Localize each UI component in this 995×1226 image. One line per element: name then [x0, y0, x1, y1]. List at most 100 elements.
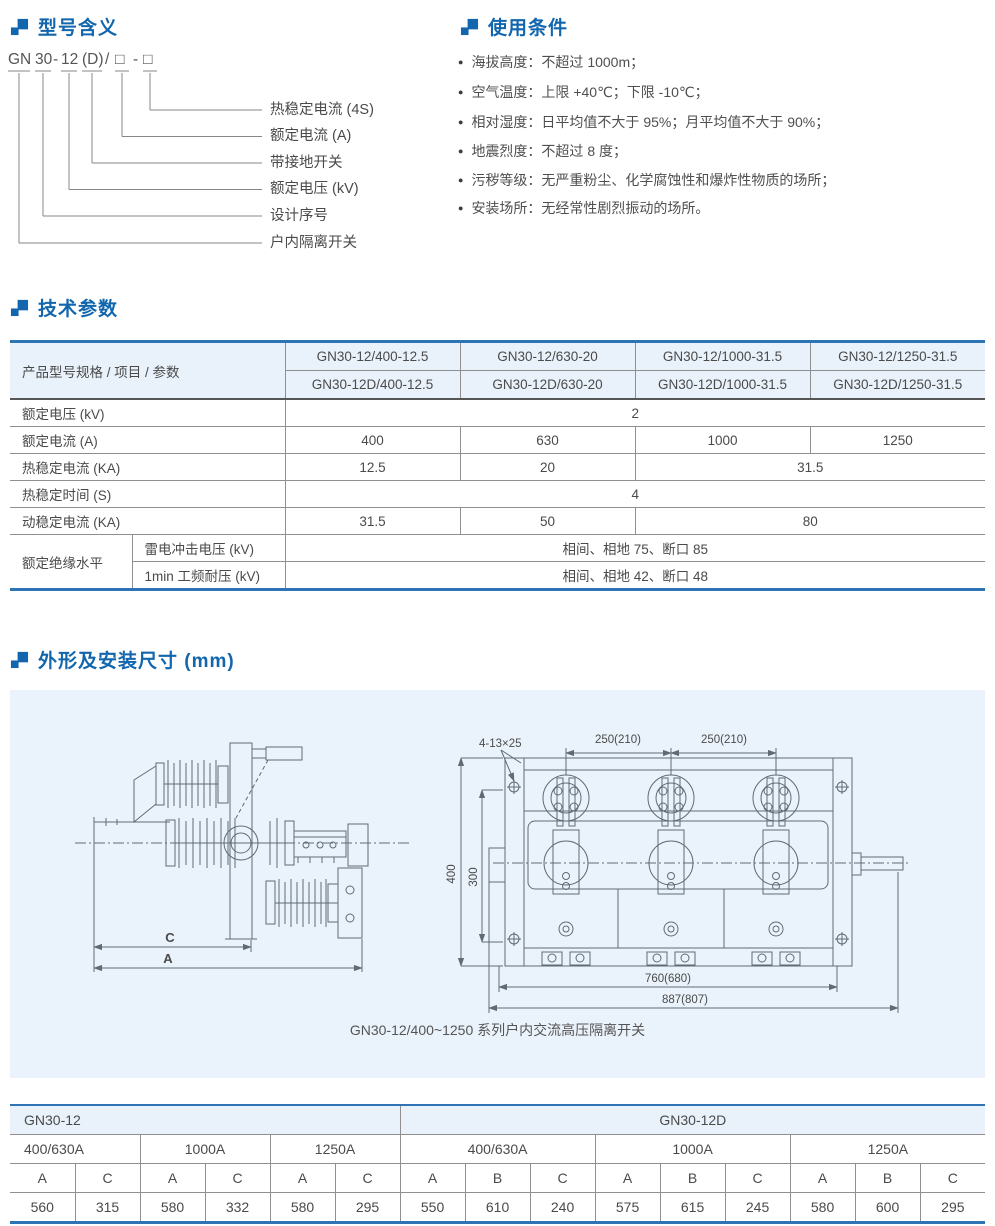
dims-rating-header: 1000A: [594, 1134, 791, 1164]
tech-cell: 20: [459, 453, 636, 481]
drawing-caption: GN30-12/400~1250 系列户内交流高压隔离开关: [349, 1022, 646, 1038]
dims-value: 600: [854, 1192, 921, 1223]
tech-model-header: GN30-12/400-12.5: [284, 341, 461, 371]
condition-text: 污秽等级：无严重粉尘、化学腐蚀性和爆炸性物质的场所；: [471, 172, 836, 188]
tech-model-header: GN30-12D/1000-31.5: [634, 370, 811, 400]
section-marker-icon: [10, 651, 29, 669]
model-code-segment: 12: [61, 51, 79, 68]
tech-cell: 1250: [809, 426, 986, 454]
dims-value: 615: [659, 1192, 726, 1223]
section-heading-dims: 外形及安装尺寸 (mm): [10, 646, 235, 673]
condition-text: 地震烈度：不超过 8 度；: [471, 143, 628, 159]
tech-model-header: GN30-12/630-20: [459, 341, 636, 371]
dim-label-887: 887(807): [662, 994, 708, 1006]
section-marker-icon: [10, 18, 29, 36]
tech-model-header: GN30-12D/400-12.5: [285, 370, 461, 400]
tech-model-header: GN30-12/1250-31.5: [809, 341, 986, 371]
dims-value: 550: [399, 1192, 466, 1223]
section-marker-icon: [460, 18, 479, 36]
dims-value: 295: [334, 1192, 401, 1223]
tech-row-label: 额定电压 (kV): [10, 398, 286, 427]
tech-cell: 80: [634, 507, 986, 535]
condition-item: ● 安装场所：无经常性剧烈振动的场所。: [458, 198, 709, 218]
tech-cell: 31.5: [634, 453, 986, 481]
bullet-icon: ●: [458, 175, 464, 185]
dims-col-header: B: [854, 1163, 921, 1193]
tech-row-label: 热稳定电流 (KA): [10, 453, 286, 481]
tech-model-header: GN30-12/1000-31.5: [634, 341, 811, 371]
dims-col-header: B: [659, 1163, 726, 1193]
model-diagram-lines: [8, 70, 262, 244]
pole-assembly: [751, 774, 801, 966]
dims-col-header: C: [74, 1163, 141, 1193]
dims-col-header: A: [139, 1163, 206, 1193]
model-label: 户内隔离开关: [270, 235, 357, 251]
pole-assembly: [541, 774, 591, 966]
dims-col-header: B: [464, 1163, 531, 1193]
dims-rating-header: 1000A: [139, 1134, 271, 1164]
condition-item: ● 相对湿度：日平均值不大于 95%；月平均值不大于 90%；: [458, 112, 829, 132]
section-marker-icon: [10, 299, 29, 317]
model-code-segment: 30: [35, 51, 53, 68]
dims-value: 245: [724, 1192, 791, 1223]
condition-text: 相对湿度：日平均值不大于 95%；月平均值不大于 90%；: [471, 114, 830, 130]
dim-label-holes: 4-13×25: [479, 738, 522, 750]
tech-cell: 相间、相地 75、断口 85: [284, 534, 986, 562]
model-code-segment: □: [143, 51, 153, 68]
dims-value: 610: [464, 1192, 531, 1223]
dims-col-header: C: [334, 1163, 401, 1193]
bullet-icon: ●: [458, 203, 464, 213]
dims-rating-header: 400/630A: [10, 1134, 141, 1164]
dim-label-c: C: [165, 930, 175, 945]
pole-assembly: [646, 774, 696, 966]
dims-value: 332: [204, 1192, 271, 1223]
dim-label-300: 300: [468, 867, 480, 886]
tech-cell: 630: [459, 426, 636, 454]
tech-row-label: 1min 工频耐压 (kV): [132, 561, 286, 590]
side-view-drawing: C A: [75, 742, 410, 972]
dims-group-header: GN30-12: [10, 1104, 401, 1135]
model-label: 设计序号: [270, 208, 328, 224]
tech-row-label: 额定电流 (A): [10, 426, 286, 454]
tech-cell: 12.5: [284, 453, 461, 481]
dims-rating-header: 1250A: [789, 1134, 986, 1164]
dims-col-header: A: [789, 1163, 856, 1193]
tech-corner-cell: 产品型号规格 / 项目 / 参数: [10, 341, 286, 400]
installation-dimensions-table: GN30-12 GN30-12D 400/630A 1000A 1250A 40…: [10, 1104, 986, 1224]
condition-text: 安装场所：无经常性剧烈振动的场所。: [471, 200, 710, 216]
tech-cell: 2: [284, 398, 986, 427]
dims-rating-header: 400/630A: [399, 1134, 596, 1164]
drawing-panel: C A: [10, 690, 985, 1078]
dim-label-pitch-right: 250(210): [701, 734, 747, 746]
condition-text: 海拔高度：不超过 1000m；: [471, 54, 645, 70]
condition-item: ●海拔高度：不超过 1000m；: [458, 52, 644, 72]
section-heading-tech: 技术参数: [10, 294, 118, 321]
bullet-icon: ●: [458, 146, 464, 156]
dims-group-header: GN30-12D: [399, 1104, 986, 1135]
condition-item: ●空气温度：上限 +40℃；下限 -10℃；: [458, 82, 709, 102]
dims-col-header: A: [10, 1163, 76, 1193]
model-code-segment: -: [133, 51, 139, 68]
tech-cell: 50: [459, 507, 636, 535]
dim-label-pitch-left: 250(210): [595, 734, 641, 746]
dim-label-a: A: [163, 951, 173, 966]
model-label: 热稳定电流 (4S): [270, 102, 374, 118]
tech-model-header: GN30-12D/1250-31.5: [809, 370, 986, 400]
dim-label-760: 760(680): [645, 973, 691, 985]
tech-row-label: 动稳定电流 (KA): [10, 507, 286, 535]
model-label: 额定电压 (kV): [270, 181, 359, 197]
dims-value: 580: [139, 1192, 206, 1223]
tech-cell: 相间、相地 42、断口 48: [284, 561, 986, 590]
model-label: 带接地开关: [270, 155, 343, 171]
dims-col-header: A: [269, 1163, 336, 1193]
dims-value: 295: [919, 1192, 986, 1223]
section-title: 使用条件: [488, 18, 569, 39]
model-code-segment: GN: [8, 51, 32, 68]
section-title: 外形及安装尺寸 (mm): [38, 651, 235, 672]
bullet-icon: ●: [458, 117, 464, 127]
tech-model-header: GN30-12D/630-20: [459, 370, 636, 400]
section-heading-conditions: 使用条件: [460, 13, 568, 40]
tech-group-label: 额定绝缘水平: [10, 534, 133, 590]
tech-row-label: 热稳定时间 (S): [10, 480, 286, 508]
dims-value: 580: [789, 1192, 856, 1223]
